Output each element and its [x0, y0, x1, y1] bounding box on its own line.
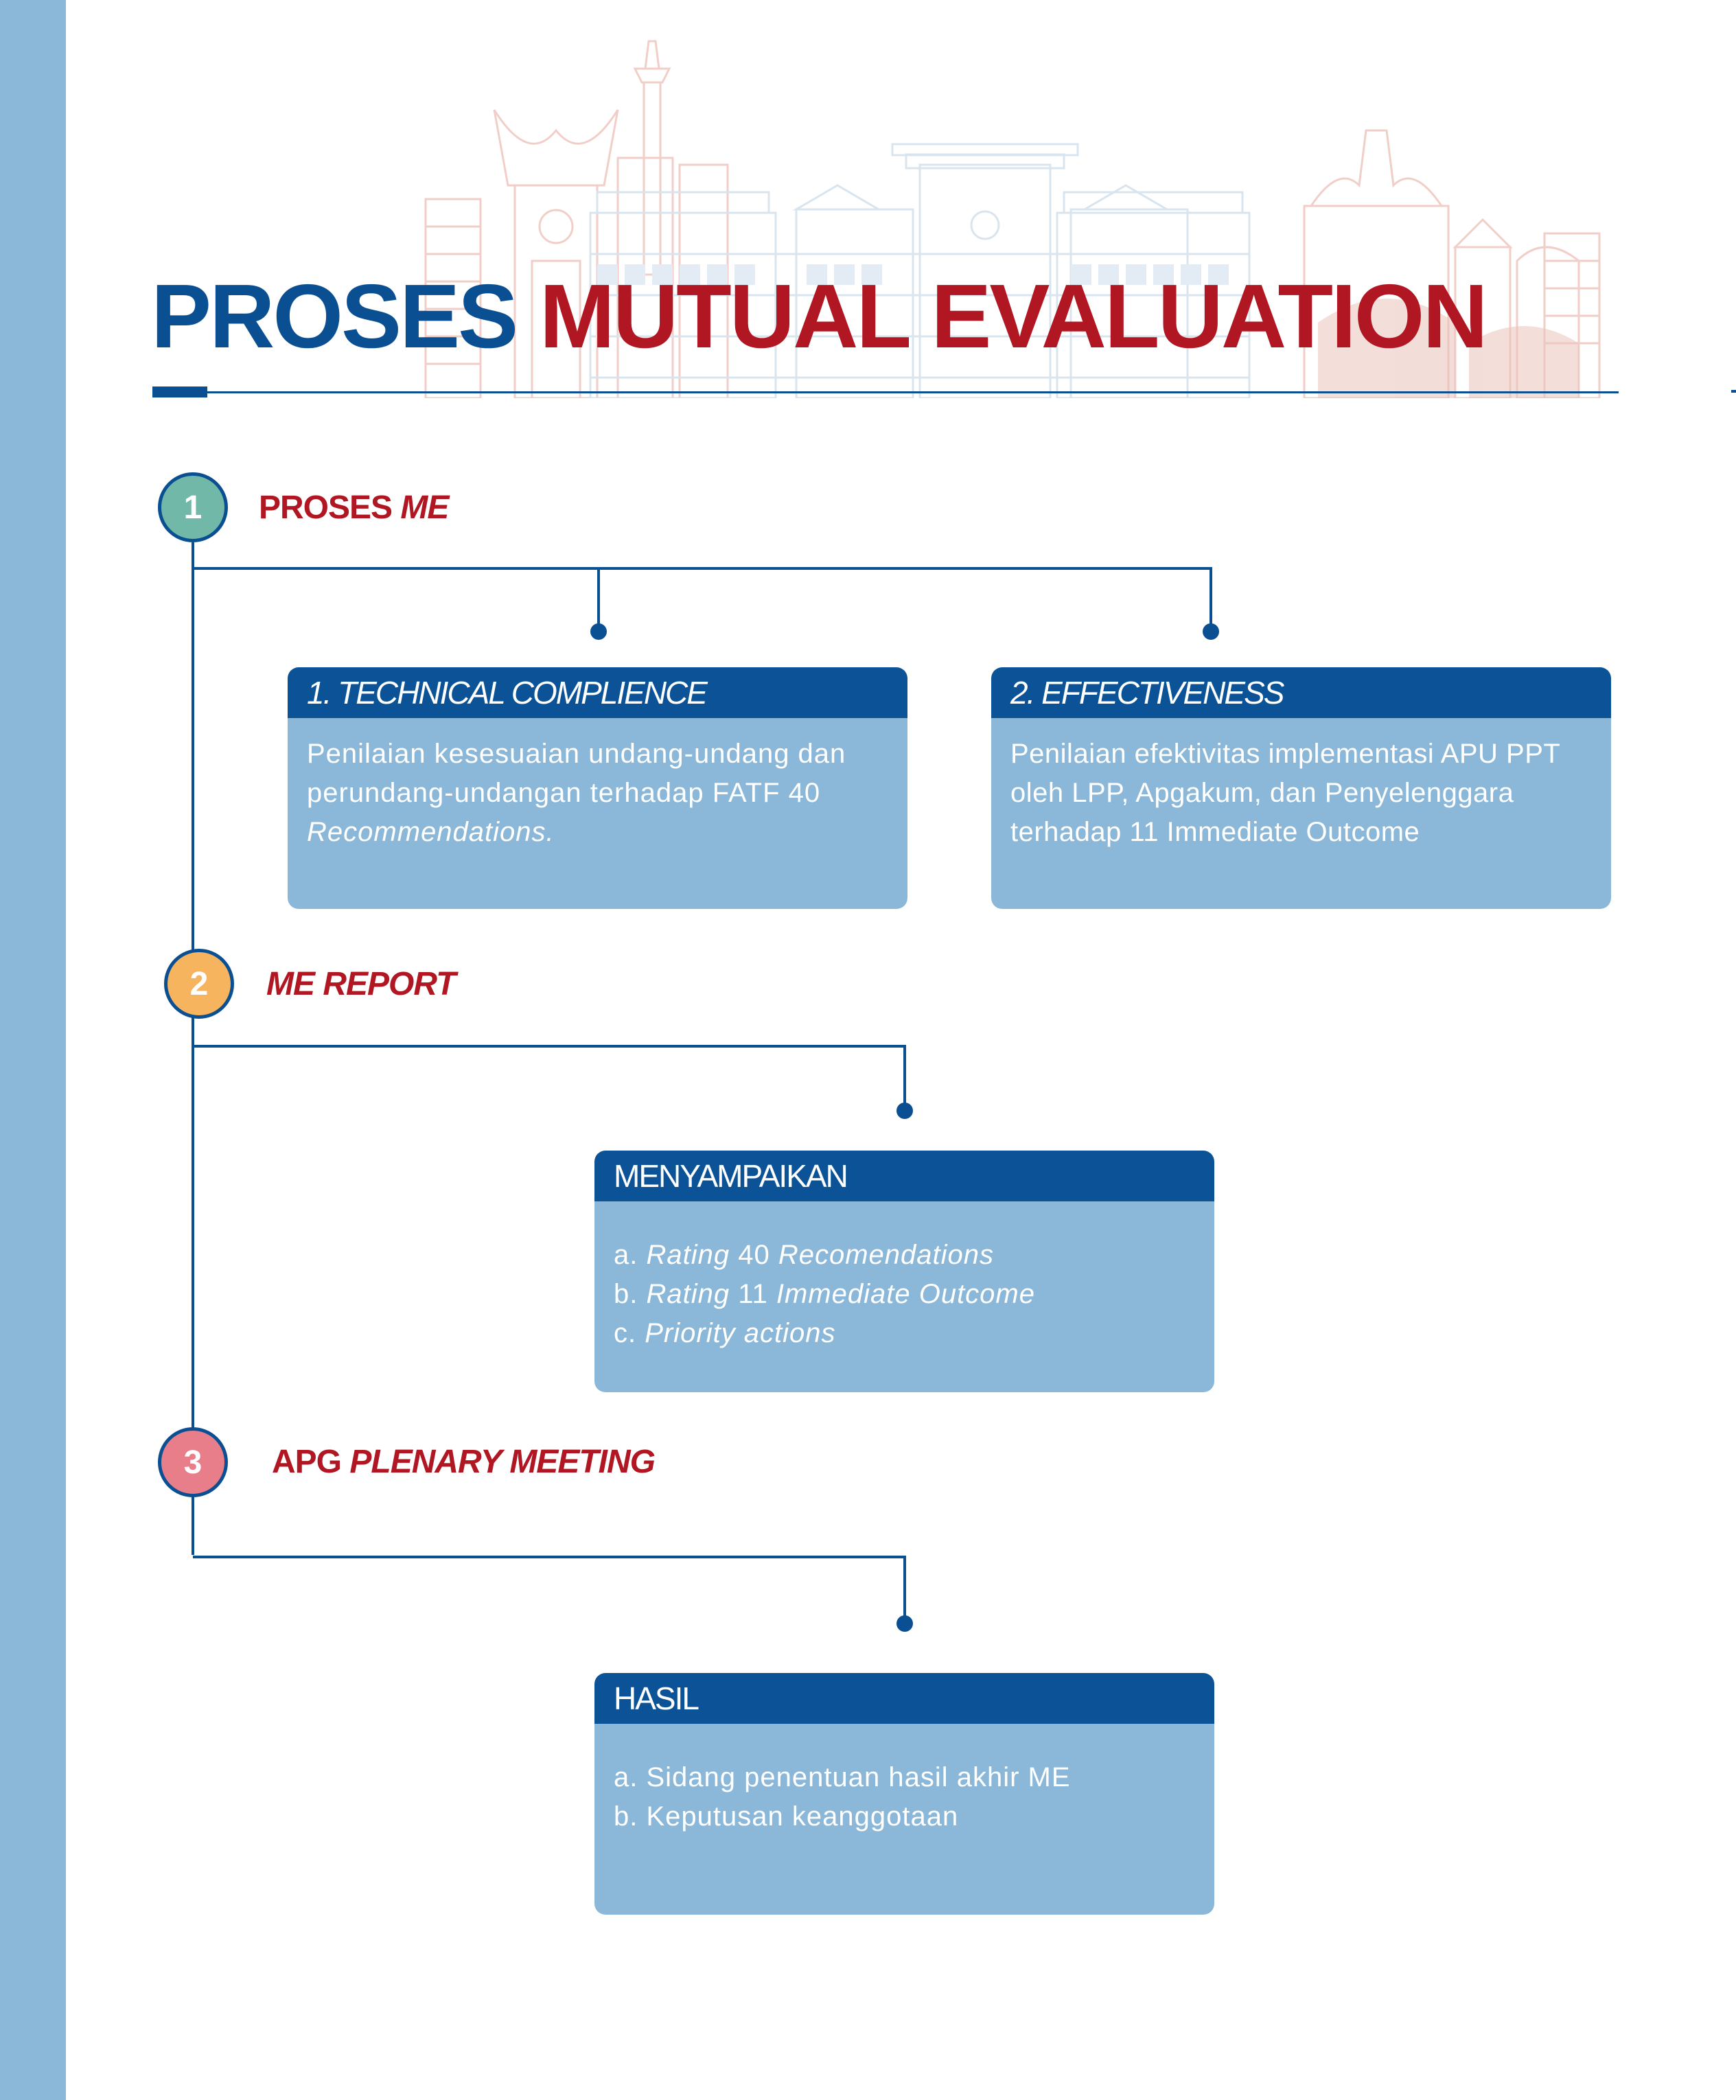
page-title: PROSES MUTUAL EVALUATION [151, 271, 1488, 362]
card-body-technical-compliance: Penilaian kesesuaian undang-undang dan p… [288, 718, 907, 852]
technical-compliance-text-italic: Recommendations. [307, 817, 555, 847]
step-3-circle: 3 [158, 1427, 228, 1497]
list-item-italic: Rating [646, 1240, 730, 1270]
list-item-prefix: b. [614, 1279, 647, 1309]
title-part-mutual-evaluation: MUTUAL EVALUATION [539, 266, 1488, 367]
list-item-italic-2: Immediate Outcome [776, 1279, 1035, 1309]
edge-tick-mark [1731, 390, 1736, 393]
technical-compliance-text: Penilaian kesesuaian undang-undang dan p… [307, 739, 846, 808]
step-1-title-italic: ME [400, 489, 449, 526]
title-underline-accent [152, 386, 207, 397]
card-header-effectiveness: 2. EFFECTIVENESS [991, 667, 1611, 718]
list-item-mid: 11 [730, 1279, 776, 1309]
list-item: b. Keputusan keanggotaan [614, 1801, 959, 1832]
step-1-circle: 1 [158, 472, 228, 542]
step-1-number: 1 [183, 489, 202, 526]
step-3-number: 3 [183, 1444, 202, 1481]
card-hasil: HASIL a. Sidang penentuan hasil akhir ME… [594, 1673, 1214, 1915]
title-part-proses: PROSES [151, 266, 518, 367]
connector-step3 [193, 1556, 906, 1624]
step-3-title-italic: PLENARY MEETING [349, 1444, 656, 1480]
card-technical-compliance: 1. TECHNICAL COMPLIENCE Penilaian kesesu… [288, 667, 907, 909]
card-body-menyampaikan: a. Rating 40 Recomendations b. Rating 11… [594, 1201, 1214, 1353]
title-underline [152, 391, 1619, 393]
step-3-title: APG PLENARY MEETING [272, 1444, 656, 1480]
step-1-title: PROSES ME [259, 489, 449, 526]
left-side-band [0, 0, 66, 2100]
card-body-effectiveness: Penilaian efektivitas implementasi APU P… [1010, 739, 1560, 847]
list-item-italic: Rating [646, 1279, 730, 1309]
step-1-title-plain: PROSES [259, 489, 401, 526]
city-skyline-illustration [424, 40, 1601, 398]
card-header-menyampaikan: MENYAMPAIKAN [594, 1151, 1214, 1201]
list-item-prefix: c. [614, 1318, 645, 1348]
list-item: b. Rating 11 Immediate Outcome [614, 1275, 1195, 1314]
card-header-technical-compliance: 1. TECHNICAL COMPLIENCE [288, 667, 907, 718]
card-effectiveness: 2. EFFECTIVENESS Penilaian efektivitas i… [991, 667, 1611, 909]
list-item: a. Sidang penentuan hasil akhir ME [614, 1762, 1071, 1792]
step-2-title: ME REPORT [266, 966, 456, 1002]
list-item-mid: 40 [730, 1240, 778, 1270]
connector-dot-card-3 [896, 1103, 913, 1119]
step-2-circle: 2 [164, 949, 234, 1019]
connector-step1 [193, 567, 1212, 632]
card-menyampaikan: MENYAMPAIKAN a. Rating 40 Recomendations… [594, 1151, 1214, 1392]
card-header-hasil: HASIL [594, 1673, 1214, 1724]
step-3-title-plain: APG [272, 1444, 350, 1480]
connector-dot-card-4 [896, 1615, 913, 1632]
list-item-prefix: a. [614, 1240, 647, 1270]
step-2-number: 2 [189, 965, 209, 1002]
list-item: a. Rating 40 Recomendations [614, 1236, 1195, 1275]
connector-step2 [193, 1045, 906, 1111]
card-body-hasil: a. Sidang penentuan hasil akhir ME b. Ke… [594, 1724, 1214, 1836]
list-item: c. Priority actions [614, 1314, 1195, 1353]
list-item-italic: Priority actions [645, 1318, 836, 1348]
connector-dot-card-1 [590, 623, 607, 640]
connector-dot-card-2 [1203, 623, 1219, 640]
list-item-italic-2: Recomendations [778, 1240, 995, 1270]
